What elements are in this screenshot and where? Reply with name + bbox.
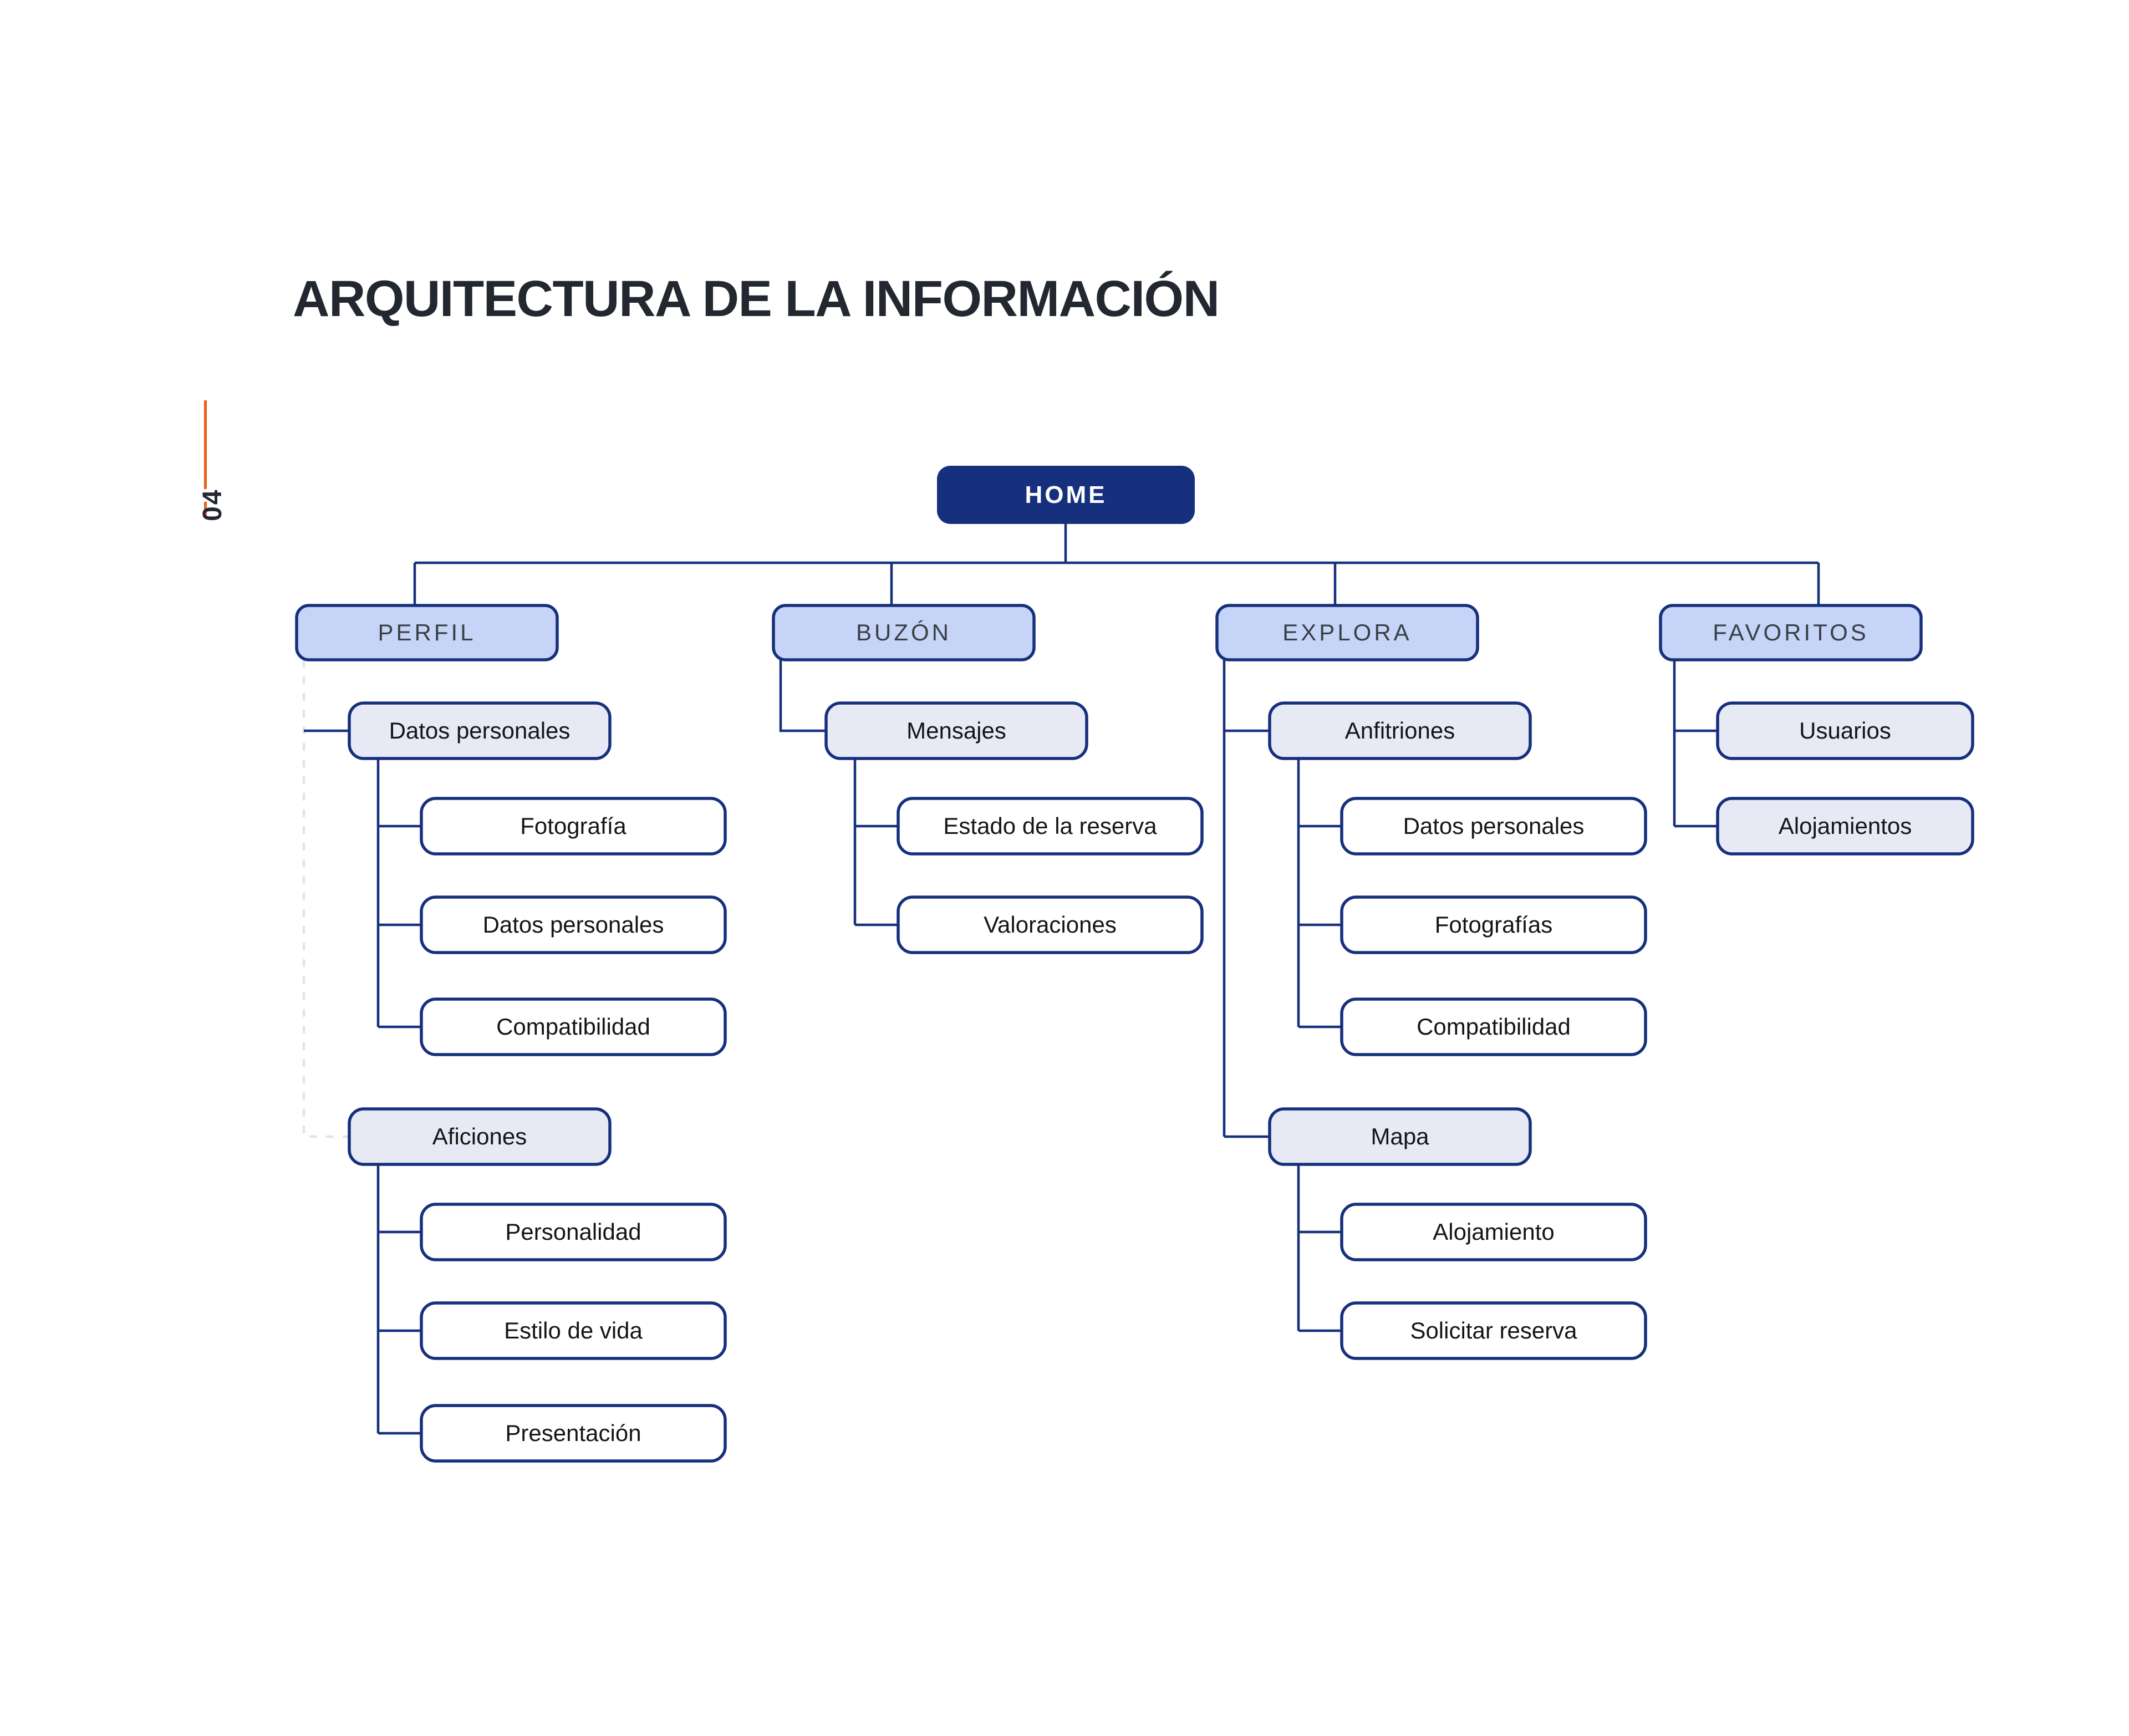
node-label-home[interactable]: HOME (1025, 481, 1107, 508)
node-shape-e-solicitar[interactable] (1340, 1301, 1647, 1360)
node-label-p-fotografia[interactable]: Fotografía (520, 813, 627, 839)
node-label-favoritos[interactable]: FAVORITOS (1713, 619, 1869, 645)
node-label-p-compatibilidad[interactable]: Compatibilidad (496, 1014, 650, 1040)
connector-mapa-children (1297, 1164, 1342, 1332)
node-shape-p-aficiones[interactable] (348, 1107, 612, 1166)
node-label-explora[interactable]: EXPLORA (1282, 619, 1412, 645)
node-shape-p-personalidad[interactable] (420, 1203, 727, 1261)
node-shape-buzon[interactable] (772, 604, 1036, 661)
node-shape-e-compatibilidad[interactable] (1340, 997, 1647, 1056)
node-shape-f-usuarios[interactable] (1716, 701, 1974, 760)
node-label-e-solicitar[interactable]: Solicitar reserva (1410, 1317, 1577, 1343)
node-shape-perfil[interactable] (295, 604, 559, 661)
node-label-b-valoraciones[interactable]: Valoraciones (984, 912, 1117, 938)
connector-explora-children (1223, 660, 1270, 1138)
node-shape-e-fotografias[interactable] (1340, 895, 1647, 954)
node-label-f-alojamientos[interactable]: Alojamientos (1778, 813, 1912, 839)
node-shape-p-fotografia[interactable] (420, 797, 727, 856)
connector-aficiones-children (376, 1164, 421, 1435)
node-shape-p-compatibilidad[interactable] (420, 997, 727, 1056)
node-label-p-personalidad[interactable]: Personalidad (505, 1219, 641, 1245)
node-label-p-aficiones[interactable]: Aficiones (432, 1123, 527, 1149)
node-shape-home[interactable] (937, 466, 1195, 524)
page-title: ARQUITECTURA DE LA INFORMACIÓN (293, 271, 1220, 327)
connector-buzon-children (779, 660, 898, 926)
node-label-e-fotografias[interactable]: Fotografías (1434, 912, 1553, 938)
node-shape-e-mapa[interactable] (1268, 1107, 1532, 1166)
node-shape-explora[interactable] (1215, 604, 1479, 661)
node-shape-f-alojamientos[interactable] (1716, 797, 1974, 856)
node-label-e-datos[interactable]: Datos personales (1403, 813, 1585, 839)
node-label-e-compatibilidad[interactable]: Compatibilidad (1417, 1014, 1571, 1040)
accent-tick (204, 502, 207, 517)
node-label-perfil[interactable]: PERFIL (378, 619, 476, 645)
node-label-p-datos[interactable]: Datos personales (389, 717, 571, 744)
connector-favoritos-children (1673, 660, 1718, 828)
node-label-f-usuarios[interactable]: Usuarios (1799, 717, 1891, 744)
node-shape-favoritos[interactable] (1659, 604, 1923, 661)
node-shape-p-datos[interactable] (348, 701, 612, 760)
node-label-e-mapa[interactable]: Mapa (1371, 1123, 1429, 1149)
node-shape-p-estilo[interactable] (420, 1301, 727, 1360)
node-label-e-anfitriones[interactable]: Anfitriones (1344, 717, 1455, 744)
node-label-p-presentacion[interactable]: Presentación (505, 1420, 641, 1446)
connector-home-bus (413, 524, 1820, 605)
node-label-b-mensajes[interactable]: Mensajes (906, 717, 1006, 744)
node-shape-b-mensajes[interactable] (824, 701, 1088, 760)
node-shape-b-estado[interactable] (897, 797, 1204, 856)
node-label-b-estado[interactable]: Estado de la reserva (943, 813, 1157, 839)
node-shape-p-datos2[interactable] (420, 895, 727, 954)
accent-rule (204, 400, 207, 489)
node-shape-p-presentacion[interactable] (420, 1404, 727, 1463)
node-shape-e-anfitriones[interactable] (1268, 701, 1532, 760)
node-shape-e-datos[interactable] (1340, 797, 1647, 856)
node-label-p-estilo[interactable]: Estilo de vida (504, 1317, 643, 1343)
node-shape-e-alojamiento[interactable] (1340, 1203, 1647, 1261)
connector-anfitriones-children (1297, 758, 1342, 1029)
node-label-e-alojamiento[interactable]: Alojamiento (1433, 1219, 1555, 1245)
connector-datos-children (376, 758, 421, 1029)
node-label-p-datos2[interactable]: Datos personales (482, 912, 664, 938)
node-label-buzon[interactable]: BUZÓN (856, 619, 951, 645)
node-shape-b-valoraciones[interactable] (897, 895, 1204, 954)
